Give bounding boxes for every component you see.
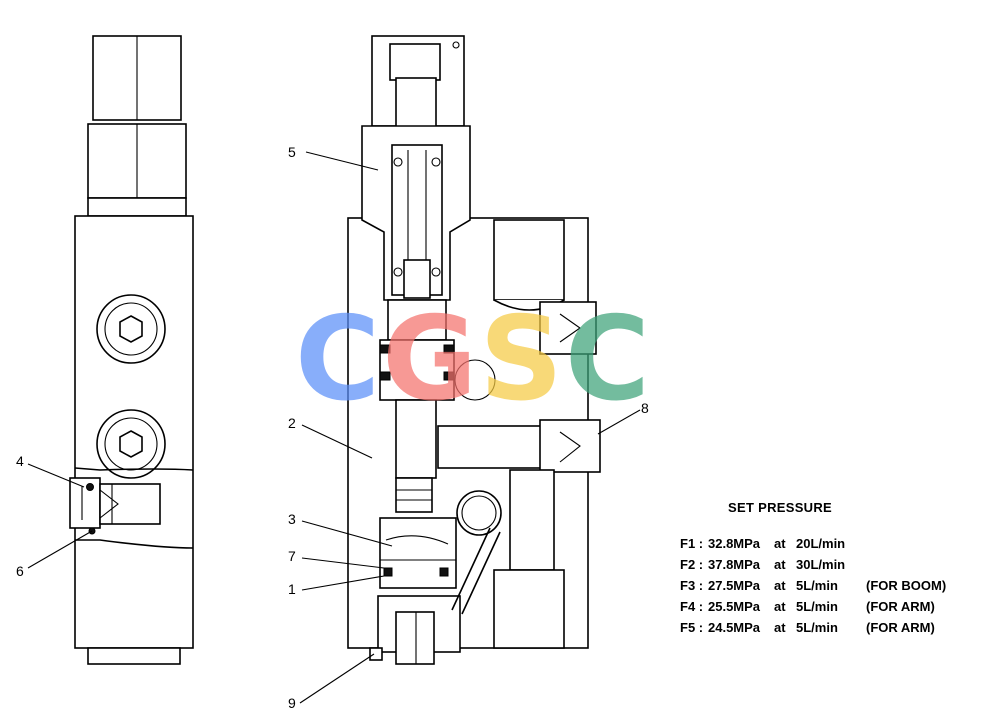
row-at: at: [774, 620, 786, 635]
set-pressure-title: SET PRESSURE: [728, 500, 833, 515]
leader-lines: [27, 151, 641, 704]
row-pressure: 25.5MPa: [708, 599, 761, 614]
section-view: [347, 35, 601, 665]
row-note: (FOR BOOM): [866, 578, 947, 593]
row-flow: 20L/min: [796, 536, 846, 551]
callout-4: 4: [16, 453, 24, 469]
row-note: (FOR ARM): [866, 620, 935, 635]
callout-3: 3: [288, 511, 296, 527]
row-pressure: 27.5MPa: [708, 578, 761, 593]
row-note: (FOR ARM): [866, 599, 935, 614]
row-label: F4 :: [680, 599, 704, 614]
callout-1: 1: [288, 581, 296, 597]
callout-5: 5: [288, 144, 296, 160]
row-at: at: [774, 557, 786, 572]
row-pressure: 32.8MPa: [708, 536, 761, 551]
row-pressure: 24.5MPa: [708, 620, 761, 635]
callout-labels: 5 2 3 7 1 9 8 4 6: [16, 144, 649, 711]
row-flow: 30L/min: [796, 557, 846, 572]
callout-8: 8: [641, 400, 649, 416]
row-pressure: 37.8MPa: [708, 557, 761, 572]
side-view: [69, 35, 194, 665]
row-flow: 5L/min: [796, 578, 838, 593]
row-flow: 5L/min: [796, 599, 838, 614]
row-at: at: [774, 536, 786, 551]
row-flow: 5L/min: [796, 620, 838, 635]
callout-9: 9: [288, 695, 296, 711]
row-at: at: [774, 599, 786, 614]
row-label: F1 :: [680, 536, 704, 551]
callout-7: 7: [288, 548, 296, 564]
row-at: at: [774, 578, 786, 593]
callout-2: 2: [288, 415, 296, 431]
row-label: F5 :: [680, 620, 704, 635]
row-label: F2 :: [680, 557, 704, 572]
callout-6: 6: [16, 563, 24, 579]
row-label: F3 :: [680, 578, 704, 593]
